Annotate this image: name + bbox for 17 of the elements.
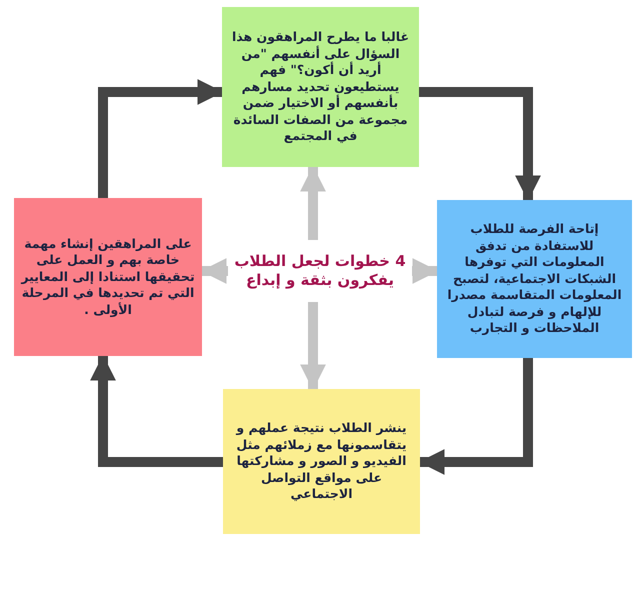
- step-text: ينشر الطلاب نتيجة عملهم و يتقاسمونها مع زملائهم مثل الفيديو و الصور و مشاركتها على مواقع التواصل الاجتماعي: [234, 420, 408, 503]
- step-text: إتاحة الفرصة للطلاب للاستفادة من تدفق المعلومات التي توفرها الشبكات الاجتماعية، لتصبح المعلومات المتقاسمة مصدرا للإلهام و فرصة لتبادل الملاحظات و التجارب: [446, 221, 623, 337]
- step-text: غالبا ما يطرح المراهقون هذا السؤال على أنفسهم "من أريد أن أكون؟" فهم يستطيعون تحديد مسارهم بأنفسهم أو الاختيار ضمن مجموعة من الصفات السائدة في المجتمع: [231, 29, 410, 145]
- step-box: [222, 7, 419, 167]
- arrow: [300, 166, 326, 240]
- step-box: [437, 200, 632, 358]
- arrow: [98, 79, 224, 198]
- step-box: [14, 198, 202, 356]
- arrow: [419, 87, 541, 202]
- arrow: [300, 302, 326, 390]
- step-text: على المراهقين إنشاء مهمة خاصة بهم و العمل على تحقيقها استنادا إلى المعايير التي تم تحديدها في المرحلة الأولى .: [21, 236, 195, 318]
- step-box: [223, 389, 420, 534]
- arrow: [200, 258, 228, 284]
- arrow: [90, 354, 223, 467]
- title-text: 4 خطوات لجعل الطلاب يفكرون بثقة و إبداع: [233, 252, 407, 290]
- arrow: [418, 358, 533, 475]
- arrow: [412, 258, 438, 284]
